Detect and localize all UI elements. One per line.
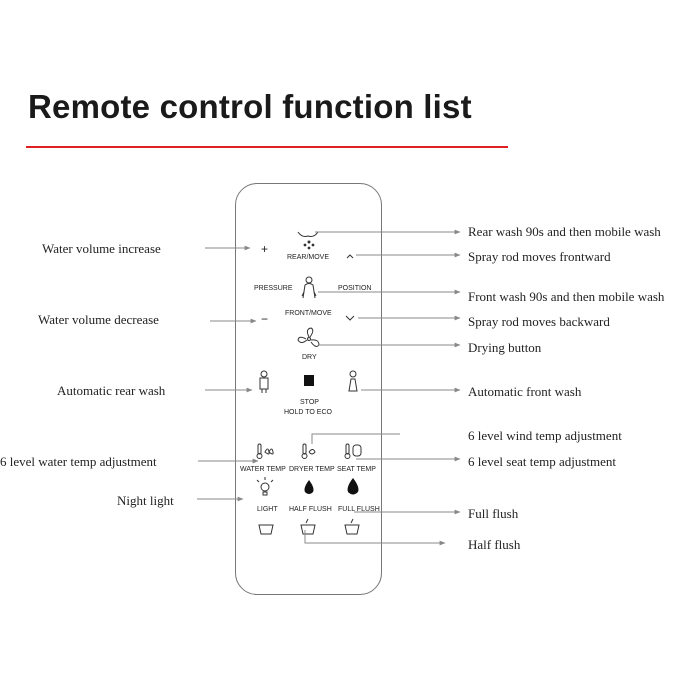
- seat-temp-icon[interactable]: [344, 443, 362, 459]
- chevron-up-icon[interactable]: [346, 254, 354, 259]
- rear-person-icon[interactable]: [259, 370, 269, 393]
- stop-label: STOP: [300, 399, 319, 406]
- dry-label: DRY: [302, 354, 317, 361]
- seat-temp-label: SEAT TEMP: [337, 466, 376, 473]
- label-half-flush: Half flush: [468, 537, 521, 552]
- label-spray-backward: Spray rod moves backward: [468, 314, 610, 329]
- label-front-wash: Front wash 90s and then mobile wash: [468, 289, 665, 304]
- hold-to-eco-label: HOLD TO ECO: [284, 409, 332, 416]
- plus-button[interactable]: +: [261, 242, 269, 256]
- front-person-icon[interactable]: [348, 370, 358, 392]
- front-move-label: FRONT/MOVE: [285, 310, 332, 317]
- water-temp-label: WATER TEMP: [240, 466, 286, 473]
- half-flush-label: HALF FLUSH: [289, 506, 332, 513]
- label-water-volume-increase: Water volume increase: [42, 241, 161, 256]
- stop-button[interactable]: [304, 375, 314, 386]
- label-seat-temp: 6 level seat temp adjustment: [468, 454, 617, 469]
- label-automatic-rear-wash: Automatic rear wash: [57, 383, 166, 398]
- toilet-full-icon[interactable]: [344, 518, 360, 535]
- light-label: LIGHT: [257, 506, 278, 513]
- front-wash-icon[interactable]: [301, 276, 317, 299]
- label-night-light: Night light: [117, 493, 174, 508]
- light-bulb-icon[interactable]: [256, 477, 274, 496]
- water-temp-icon[interactable]: [256, 443, 274, 459]
- label-drying: Drying button: [468, 340, 542, 355]
- label-rear-wash: Rear wash 90s and then mobile wash: [468, 224, 661, 239]
- toilet-icon[interactable]: [258, 524, 274, 535]
- dryer-temp-label: DRYER TEMP: [289, 466, 335, 473]
- rear-wash-icon[interactable]: [297, 231, 319, 250]
- label-wind-temp: 6 level wind temp adjustment: [468, 428, 622, 443]
- full-flush-label: FULL FLUSH: [338, 506, 380, 513]
- pressure-label: PRESSURE: [254, 285, 293, 292]
- dryer-temp-icon[interactable]: [301, 443, 316, 459]
- position-label: POSITION: [338, 285, 372, 292]
- minus-button[interactable]: −: [261, 312, 269, 326]
- label-full-flush: Full flush: [468, 506, 519, 521]
- chevron-down-icon[interactable]: [345, 315, 355, 321]
- label-water-temp-adjustment: 6 level water temp adjustment: [0, 454, 157, 469]
- fan-icon[interactable]: [297, 327, 320, 347]
- label-spray-frontward: Spray rod moves frontward: [468, 249, 611, 264]
- full-flush-drop-icon[interactable]: [347, 478, 359, 495]
- label-automatic-front-wash: Automatic front wash: [468, 384, 582, 399]
- page-title: Remote control function list: [28, 88, 472, 125]
- label-water-volume-decrease: Water volume decrease: [38, 312, 159, 327]
- toilet-half-icon[interactable]: [300, 518, 316, 535]
- title-underline: [26, 146, 508, 148]
- half-flush-drop-icon[interactable]: [304, 480, 314, 494]
- rear-move-label: REAR/MOVE: [287, 254, 330, 261]
